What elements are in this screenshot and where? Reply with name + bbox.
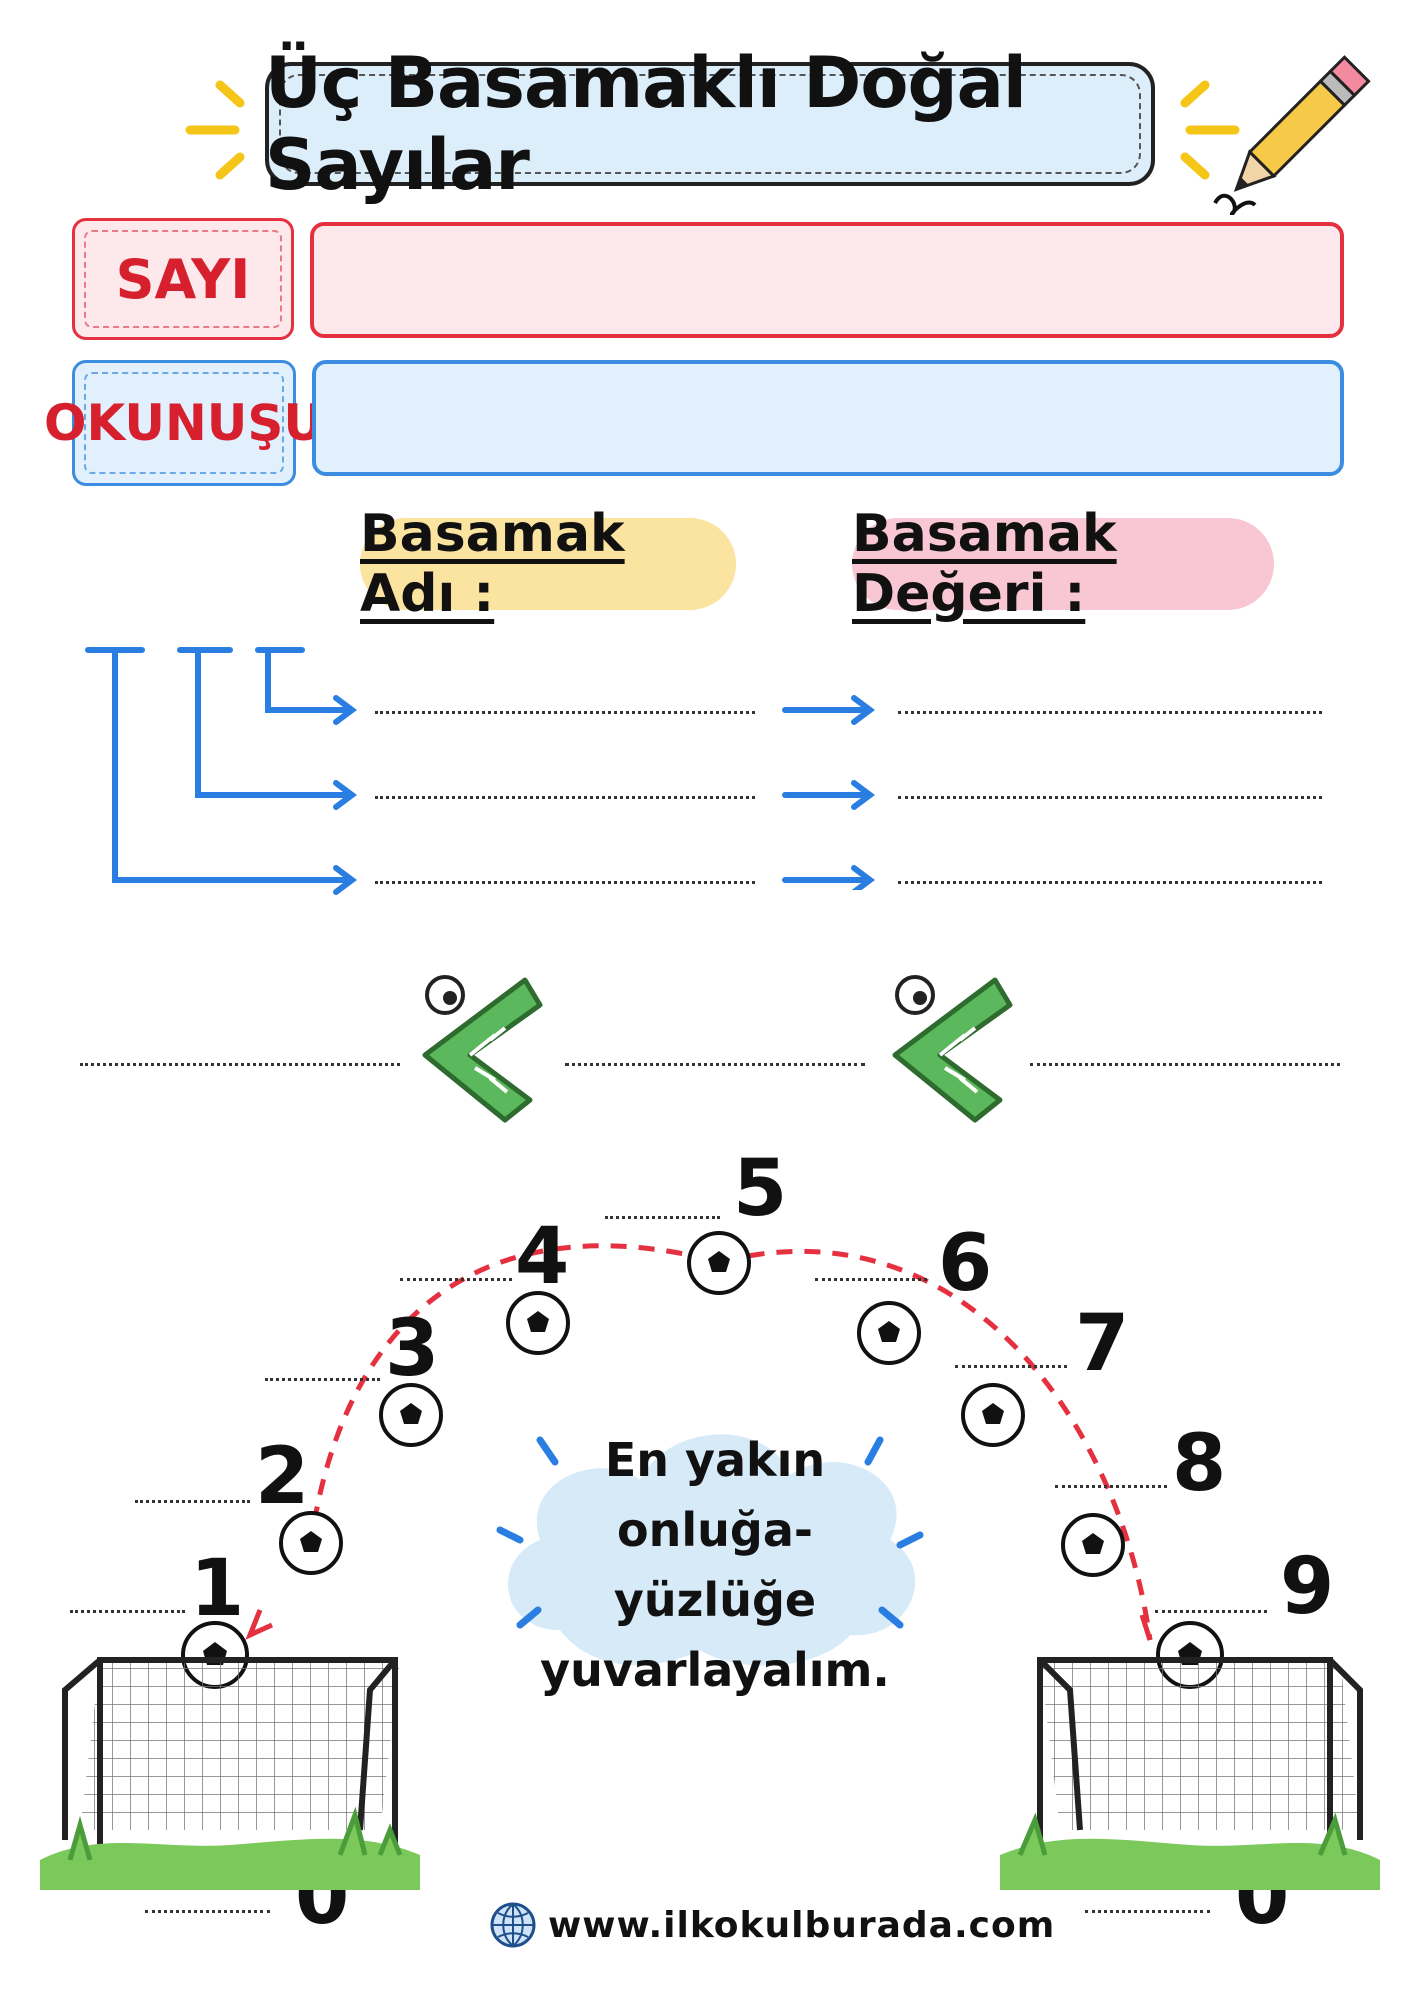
label-9: 9 — [1280, 1542, 1335, 1632]
blank-3[interactable] — [265, 1378, 380, 1381]
blank-4[interactable] — [400, 1278, 512, 1281]
blank-0-left[interactable] — [145, 1910, 270, 1913]
basamak-adi-line-3[interactable] — [375, 881, 755, 884]
globe-icon — [490, 1902, 536, 1948]
instruction-line-2: onluğa-yüzlüğe — [613, 1503, 817, 1627]
blank-6[interactable] — [815, 1278, 927, 1281]
value-arrows — [782, 695, 875, 890]
compare-line-2[interactable] — [565, 1063, 865, 1066]
basamak-adi-line-2[interactable] — [375, 796, 755, 799]
okunus-label: OKUNUŞU — [44, 360, 324, 486]
website-link[interactable]: www.ilkokulburada.com — [548, 1905, 1056, 1946]
sayi-input-field[interactable] — [310, 222, 1344, 338]
soccer-ball-icon — [961, 1383, 1025, 1447]
basamak-adi-line-1[interactable] — [375, 711, 755, 714]
place-value-brackets — [85, 647, 357, 895]
blank-0-right[interactable] — [1085, 1910, 1210, 1913]
label-6: 6 — [938, 1219, 993, 1309]
soccer-ball-icon — [506, 1291, 570, 1355]
basamak-degeri-line-1[interactable] — [898, 711, 1322, 714]
blank-2[interactable] — [135, 1500, 250, 1503]
instruction-line-1: En yakın — [604, 1433, 826, 1487]
label-2: 2 — [255, 1432, 310, 1522]
sayi-label: SAYI — [72, 218, 294, 340]
soccer-ball-icon — [279, 1511, 343, 1575]
instruction-line-3: yuvarlayalım. — [540, 1643, 890, 1697]
blank-9[interactable] — [1155, 1610, 1267, 1613]
pencil-icon — [1213, 55, 1371, 215]
label-8: 8 — [1172, 1419, 1227, 1509]
compare-line-1[interactable] — [80, 1063, 400, 1066]
soccer-ball-icon — [687, 1231, 751, 1295]
rounding-instruction: En yakın onluğa-yüzlüğe yuvarlayalım. — [520, 1425, 910, 1705]
crocodile-less-than-icon-2 — [892, 975, 1013, 1123]
label-5: 5 — [733, 1144, 788, 1234]
blank-5[interactable] — [605, 1216, 720, 1219]
soccer-ball-icon — [379, 1383, 443, 1447]
label-1: 1 — [190, 1544, 245, 1634]
blank-8[interactable] — [1055, 1485, 1167, 1488]
basamak-degeri-line-2[interactable] — [898, 796, 1322, 799]
sparkle-left-icon — [185, 80, 245, 180]
sparkle-right-icon — [1180, 80, 1240, 180]
compare-line-3[interactable] — [1030, 1063, 1340, 1066]
label-3: 3 — [385, 1304, 440, 1394]
label-4: 4 — [515, 1212, 570, 1302]
goal-right-icon — [1000, 1657, 1380, 1890]
okunus-input-field[interactable] — [312, 360, 1344, 476]
title-frame — [265, 62, 1155, 186]
blank-1[interactable] — [70, 1610, 185, 1613]
soccer-ball-icon — [857, 1301, 921, 1365]
cloud-bubble — [496, 1434, 924, 1666]
crocodile-less-than-icon-1 — [422, 975, 543, 1123]
blank-7[interactable] — [955, 1365, 1067, 1368]
goal-left-icon — [40, 1657, 420, 1890]
basamak-degeri-line-3[interactable] — [898, 881, 1322, 884]
label-7: 7 — [1075, 1299, 1130, 1389]
soccer-ball-icon — [1061, 1513, 1125, 1577]
